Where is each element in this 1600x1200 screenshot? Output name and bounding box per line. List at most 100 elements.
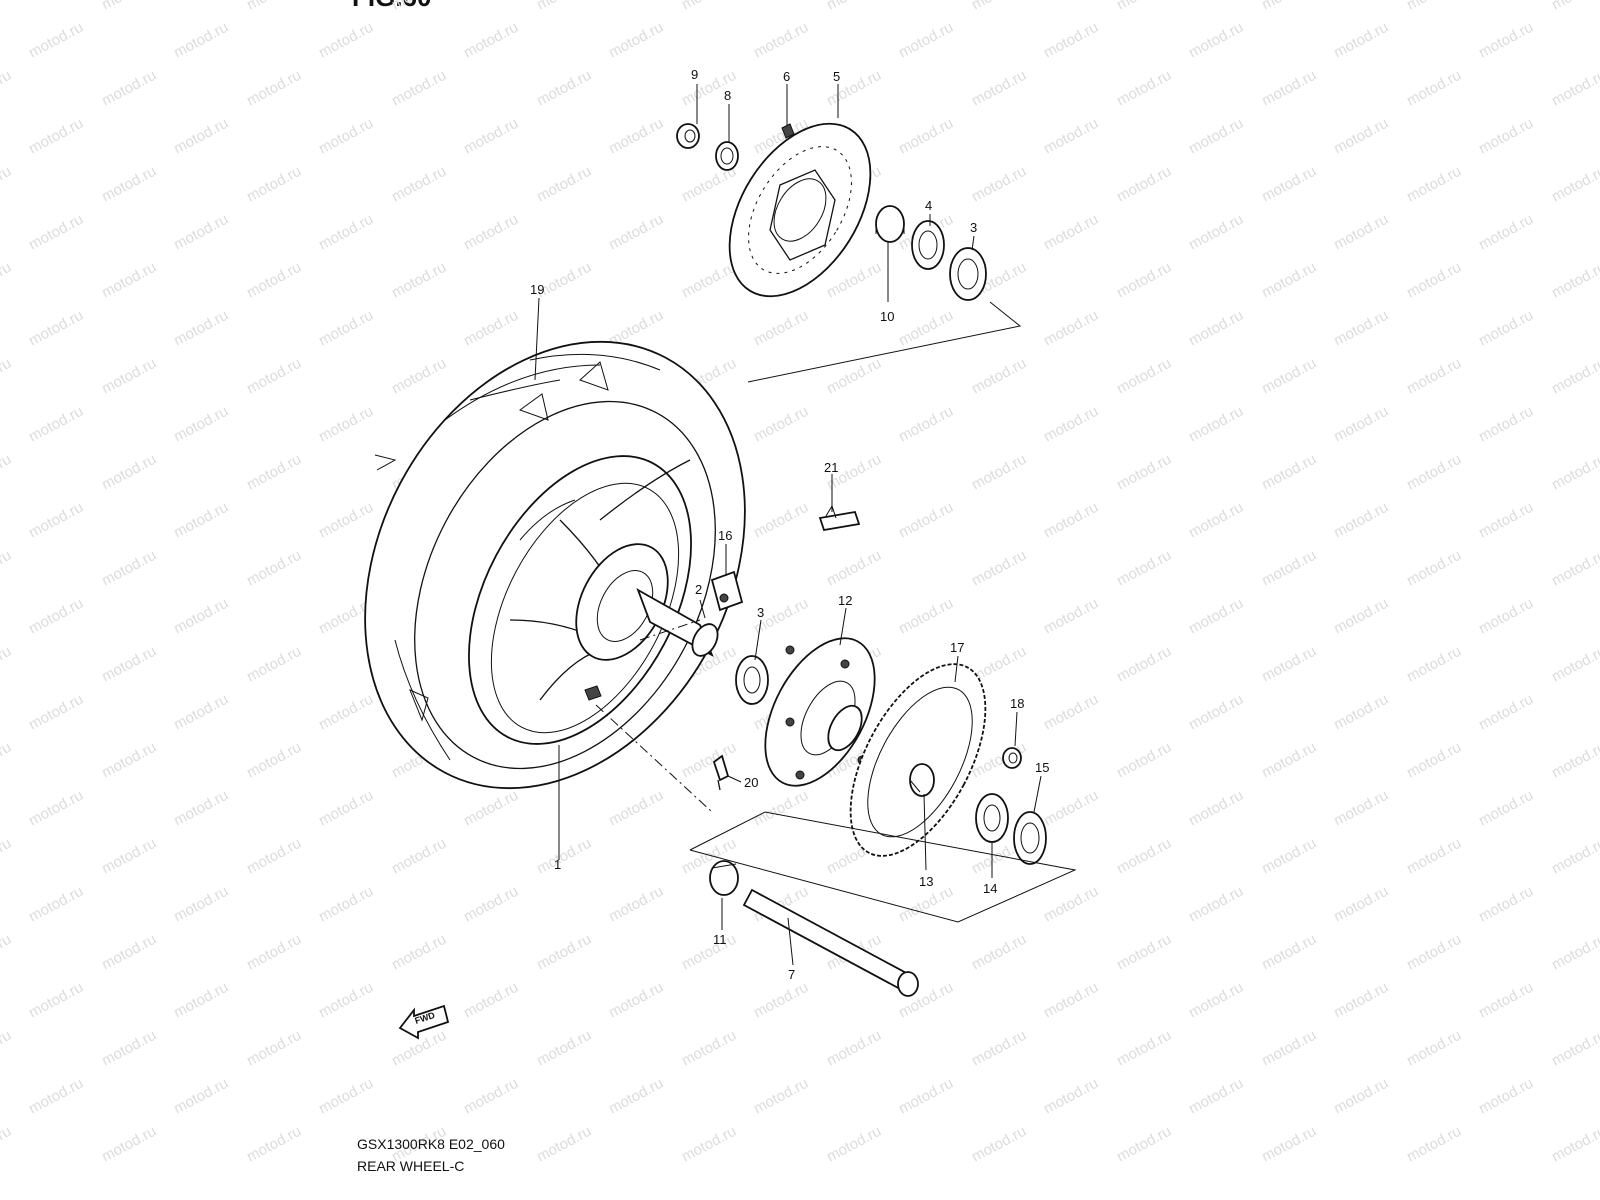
watermark-text: motod.ru bbox=[171, 19, 231, 62]
watermark-text: motod.ru bbox=[1259, 163, 1319, 206]
watermark-text: motod.ru bbox=[679, 739, 739, 782]
drum-bearing bbox=[975, 793, 1009, 843]
watermark-text: motod.ru bbox=[1476, 403, 1536, 446]
callout-14: 14 bbox=[983, 881, 997, 896]
watermark-text: motod.ru bbox=[969, 931, 1029, 974]
drum-oil-seal bbox=[1013, 811, 1047, 865]
watermark-text: motod.ru bbox=[99, 1027, 159, 1070]
watermark-text: motod.ru bbox=[679, 1123, 739, 1166]
watermark-text: motod.ru bbox=[1549, 931, 1600, 974]
callout-8: 8 bbox=[724, 88, 731, 103]
watermark-text: motod.ru bbox=[0, 0, 14, 14]
watermark-text: motod.ru bbox=[1186, 595, 1246, 638]
watermark-text: motod.ru bbox=[1259, 451, 1319, 494]
watermark-text: motod.ru bbox=[461, 883, 521, 926]
watermark-text: motod.ru bbox=[26, 595, 86, 638]
watermark-text: motod.ru bbox=[969, 451, 1029, 494]
watermark-text: motod.ru bbox=[0, 259, 14, 302]
watermark-text: motod.ru bbox=[316, 19, 376, 62]
watermark-text: motod.ru bbox=[1404, 1123, 1464, 1166]
watermark-text: motod.ru bbox=[244, 451, 304, 494]
watermark-text: motod.ru bbox=[896, 499, 956, 542]
watermark-text: motod.ru bbox=[1404, 931, 1464, 974]
watermark-text: motod.ru bbox=[1476, 211, 1536, 254]
watermark-text: motod.ru bbox=[244, 0, 304, 14]
watermark-text: motod.ru bbox=[1331, 883, 1391, 926]
axle-washer bbox=[715, 141, 739, 171]
watermark-text: motod.ru bbox=[0, 547, 14, 590]
watermark-text: motod.ru bbox=[99, 739, 159, 782]
watermark-text: motod.ru bbox=[244, 547, 304, 590]
watermark-text: motod.ru bbox=[171, 1075, 231, 1118]
watermark-text: motod.ru bbox=[244, 835, 304, 878]
watermark-text: motod.ru bbox=[1186, 883, 1246, 926]
callout-10: 10 bbox=[880, 309, 894, 324]
watermark-text: motod.ru bbox=[751, 403, 811, 446]
watermark-text: motod.ru bbox=[1186, 403, 1246, 446]
watermark-text: motod.ru bbox=[1041, 595, 1101, 638]
watermark-text: motod.ru bbox=[1476, 979, 1536, 1022]
watermark-text: motod.ru bbox=[1476, 499, 1536, 542]
watermark-text: motod.ru bbox=[1549, 163, 1600, 206]
watermark-text: motod.ru bbox=[534, 163, 594, 206]
watermark-text: motod.ru bbox=[534, 1027, 594, 1070]
watermark-text: motod.ru bbox=[26, 19, 86, 62]
bearing-lower bbox=[735, 655, 769, 705]
watermark-text: motod.ru bbox=[26, 979, 86, 1022]
callout-17: 17 bbox=[950, 640, 964, 655]
watermark-text: motod.ru bbox=[1114, 259, 1174, 302]
watermark-text: motod.ru bbox=[751, 499, 811, 542]
callout-numbers: 9 8 6 5 4 3 10 19 21 16 2 3 12 17 18 15 … bbox=[530, 67, 1049, 982]
watermark-text: motod.ru bbox=[1186, 979, 1246, 1022]
watermark-text: motod.ru bbox=[0, 67, 14, 110]
watermark-text: motod.ru bbox=[606, 115, 666, 158]
watermark-text: motod.ru bbox=[389, 835, 449, 878]
watermark-text: motod.ru bbox=[244, 355, 304, 398]
watermark-text: motod.ru bbox=[244, 739, 304, 782]
watermark-text: motod.ru bbox=[1114, 643, 1174, 686]
rear-axle bbox=[742, 888, 919, 997]
watermark-text: motod.ru bbox=[99, 643, 159, 686]
cush-rubber-damper bbox=[710, 570, 744, 612]
watermark-text: motod.ru bbox=[461, 979, 521, 1022]
sprocket-nut bbox=[1002, 747, 1022, 769]
tire-valve bbox=[712, 754, 730, 791]
watermark-text: motod.ru bbox=[679, 0, 739, 14]
watermark-text: motod.ru bbox=[606, 883, 666, 926]
watermark-text: motod.ru bbox=[1404, 1027, 1464, 1070]
watermark-text: motod.ru bbox=[896, 1075, 956, 1118]
watermark-text: motod.ru bbox=[99, 0, 159, 14]
watermark-text: motod.ru bbox=[244, 67, 304, 110]
watermark-text: motod.ru bbox=[1041, 979, 1101, 1022]
watermark-text: motod.ru bbox=[0, 1123, 14, 1166]
watermark-text: motod.ru bbox=[171, 115, 231, 158]
watermark-text: motod.ru bbox=[606, 211, 666, 254]
watermark-text: motod.ru bbox=[1041, 115, 1101, 158]
balance-weight bbox=[818, 504, 861, 532]
callout-3-lower: 3 bbox=[757, 605, 764, 620]
watermark-text: motod.ru bbox=[1259, 835, 1319, 878]
watermark-text: motod.ru bbox=[1186, 211, 1246, 254]
watermark-text: motod.ru bbox=[1549, 547, 1600, 590]
forward-arrow-icon: FWD bbox=[398, 1004, 450, 1040]
watermark-text: motod.ru bbox=[1041, 691, 1101, 734]
watermark-text: motod.ru bbox=[99, 1123, 159, 1166]
watermark-text: motod.ru bbox=[679, 931, 739, 974]
watermark-text: motod.ru bbox=[1186, 787, 1246, 830]
watermark-text: motod.ru bbox=[824, 1027, 884, 1070]
watermark-text: motod.ru bbox=[26, 691, 86, 734]
watermark-text: motod.ru bbox=[1549, 0, 1600, 14]
watermark-text: motod.ru bbox=[26, 307, 86, 350]
watermark-text: motod.ru bbox=[751, 979, 811, 1022]
watermark-text: motod.ru bbox=[26, 883, 86, 926]
watermark-text: motod.ru bbox=[244, 1027, 304, 1070]
watermark-text: motod.ru bbox=[606, 1075, 666, 1118]
callout-2: 2 bbox=[695, 582, 702, 597]
watermark-text: motod.ru bbox=[1549, 1123, 1600, 1166]
watermark-text: motod.ru bbox=[1331, 499, 1391, 542]
watermark-text: motod.ru bbox=[0, 739, 14, 782]
watermark-text: motod.ru bbox=[1549, 451, 1600, 494]
callout-20: 20 bbox=[744, 775, 758, 790]
watermark-text: motod.ru bbox=[461, 787, 521, 830]
watermark-text: motod.ru bbox=[316, 403, 376, 446]
